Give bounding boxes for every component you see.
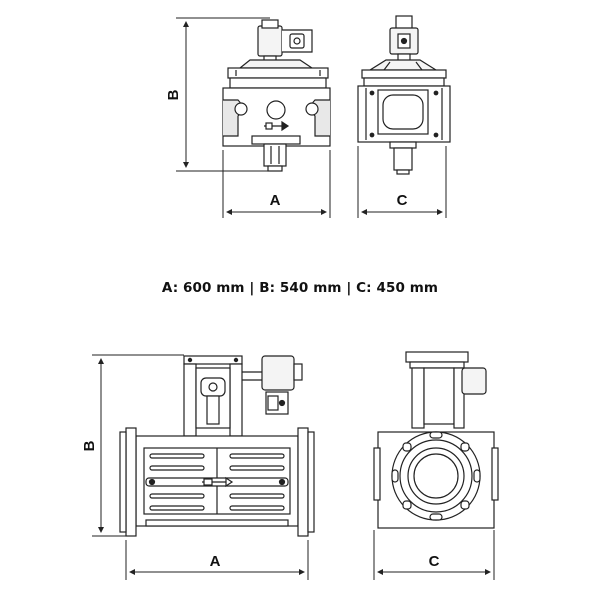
bottom-front-dim-a-label: A bbox=[210, 553, 221, 570]
bottom-side-dimension-c bbox=[373, 530, 495, 580]
bottom-front-dim-b-label: B bbox=[81, 440, 98, 451]
bottom-front-valve-drawing bbox=[119, 355, 315, 537]
top-front-dim-a-label: A bbox=[270, 192, 281, 209]
top-front-dimension-a bbox=[222, 150, 331, 218]
bottom-side-dim-c-label: C bbox=[429, 553, 440, 570]
top-front-valve-drawing bbox=[222, 19, 331, 172]
bottom-front-dimension-b bbox=[92, 354, 184, 537]
bottom-side-valve-drawing bbox=[373, 351, 499, 529]
dimensions-caption: A: 600 mm | B: 540 mm | C: 450 mm bbox=[161, 280, 439, 296]
top-side-valve-drawing bbox=[357, 15, 451, 175]
top-front-dim-b-label: B bbox=[165, 89, 182, 100]
bottom-front-dimension-a bbox=[125, 540, 309, 580]
top-side-dimension-c bbox=[357, 146, 447, 218]
top-side-dim-c-label: C bbox=[397, 192, 408, 209]
